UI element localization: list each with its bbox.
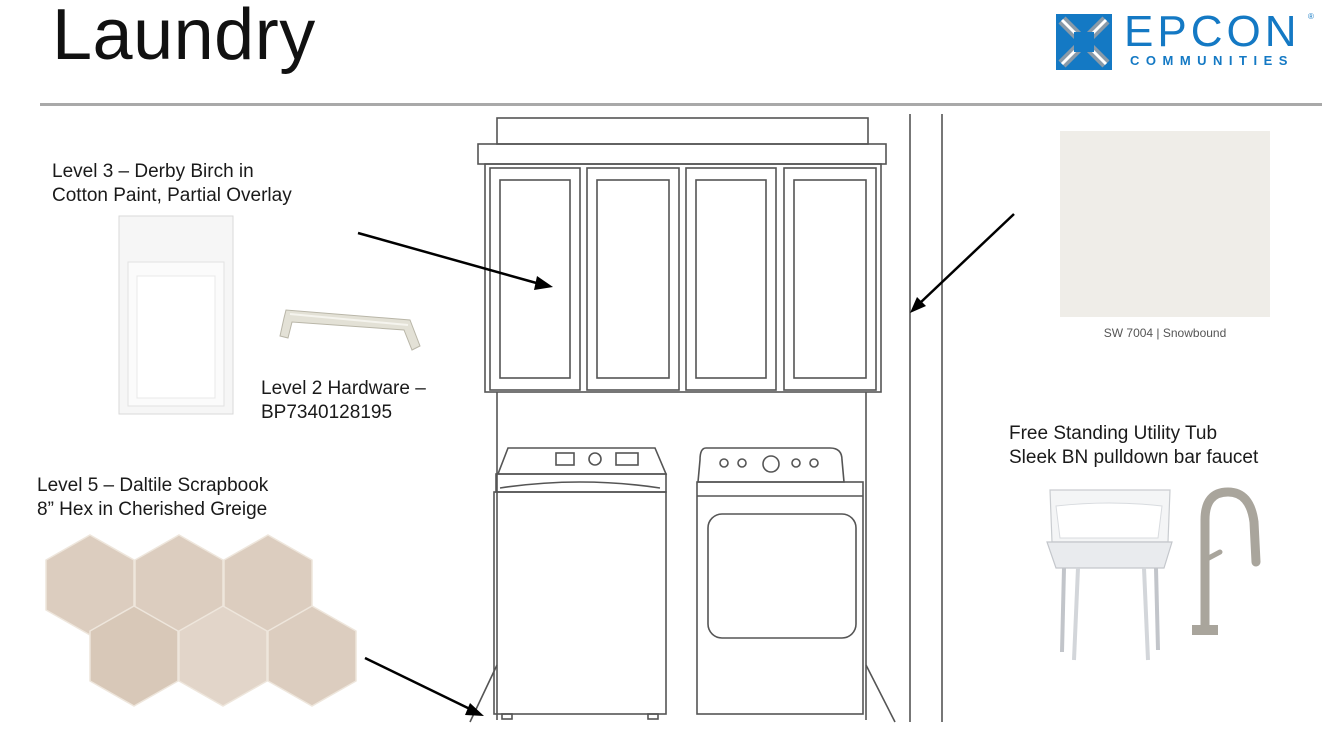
paint-swatch <box>1060 131 1270 317</box>
epcon-logo: EPCON ® COMMUNITIES <box>1052 8 1320 74</box>
epcon-mark-icon <box>1056 14 1112 70</box>
utility-tub-callout-line2: Sleek BN pulldown bar faucet <box>1009 447 1259 468</box>
title-divider <box>40 103 1322 106</box>
cabinet-callout-line2: Cotton Paint, Partial Overlay <box>52 185 292 206</box>
utility-tub-callout: Free Standing Utility Tub Sleek BN pulld… <box>1009 422 1258 470</box>
cabinet-callout: Level 3 – Derby Birch in Cotton Paint, P… <box>52 160 292 208</box>
upper-cabinets-drawing <box>477 117 887 393</box>
logo-subtitle: COMMUNITIES <box>1130 53 1294 68</box>
callout-arrows <box>357 213 1015 716</box>
logo-registered-mark: ® <box>1308 12 1314 21</box>
hex-tile-image <box>45 534 357 707</box>
washer-drawing <box>493 447 668 720</box>
tile-callout: Level 5 – Daltile Scrapbook 8” Hex in Ch… <box>37 474 268 522</box>
dryer-drawing <box>696 447 864 715</box>
tile-callout-line2: 8” Hex in Cherished Greige <box>37 499 268 520</box>
tile-callout-line1: Level 5 – Daltile Scrapbook <box>37 475 269 496</box>
page-title: Laundry <box>52 0 316 75</box>
paint-swatch-caption: SW 7004 | Snowbound <box>1103 326 1227 340</box>
hardware-callout-line2: BP7340128195 <box>261 402 393 423</box>
hardware-callout: Level 2 Hardware – BP7340128195 <box>261 377 426 425</box>
cabinet-door-sample-image <box>118 215 234 415</box>
utility-tub-callout-line1: Free Standing Utility Tub <box>1009 423 1218 444</box>
utility-tub-image <box>1046 489 1173 661</box>
cabinet-callout-line1: Level 3 – Derby Birch in <box>52 161 254 182</box>
logo-wordmark: EPCON <box>1124 7 1301 56</box>
pulldown-faucet-image <box>1192 487 1261 635</box>
hardware-pull-image <box>279 309 421 351</box>
hardware-callout-line1: Level 2 Hardware – <box>261 378 426 399</box>
